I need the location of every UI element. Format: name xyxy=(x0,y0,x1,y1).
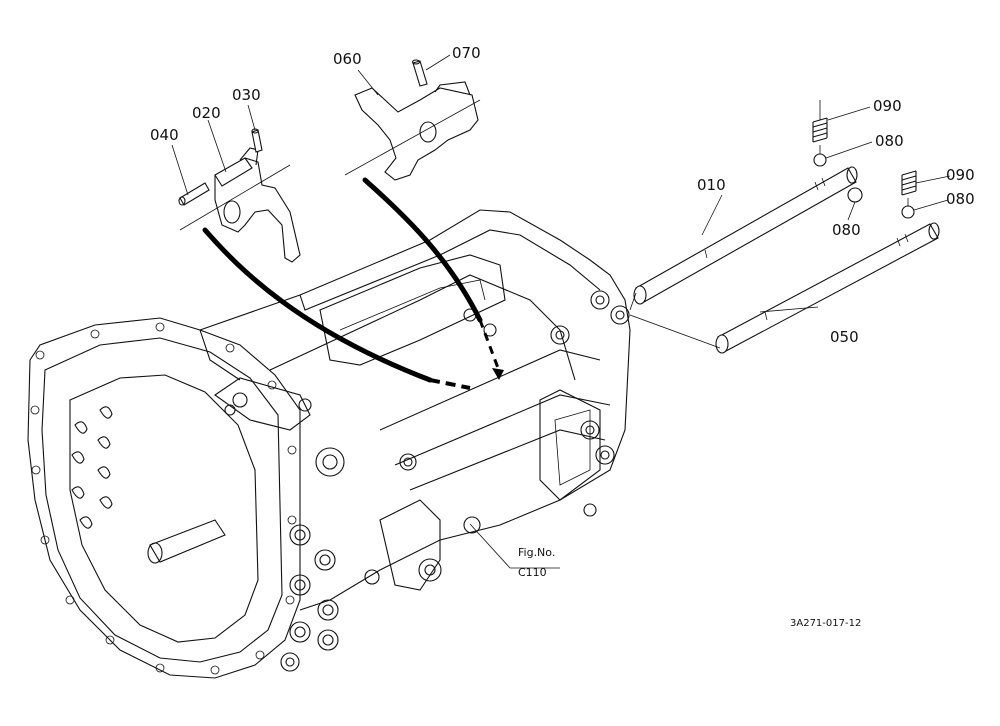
ball-080-b xyxy=(847,187,863,203)
ball-080-a xyxy=(813,153,827,167)
figure-reference-title: Fig.No. xyxy=(518,546,555,559)
label-030: 030 xyxy=(232,86,261,104)
label-080-b: 080 xyxy=(832,221,861,239)
shift-fork-020 xyxy=(179,147,301,263)
label-010: 010 xyxy=(697,176,726,194)
label-090-b: 090 xyxy=(946,166,975,184)
label-070: 070 xyxy=(452,44,481,62)
pin-070 xyxy=(411,59,428,87)
label-020: 020 xyxy=(192,104,221,122)
insertion-arrow-fork-020-dashed xyxy=(429,378,471,390)
ball-080-c xyxy=(901,205,915,219)
insertion-arrow-fork-060 xyxy=(362,177,483,323)
pin-040 xyxy=(178,182,210,206)
label-040: 040 xyxy=(150,126,179,144)
spring-090-b xyxy=(901,170,917,196)
label-080-c: 080 xyxy=(946,190,975,208)
label-050: 050 xyxy=(830,328,859,346)
spring-090-a xyxy=(812,100,828,143)
label-080-a: 080 xyxy=(875,132,904,150)
insertion-arrow-fork-060-dashed xyxy=(478,319,500,369)
drawing-code: 3A271-017-12 xyxy=(790,618,861,629)
transmission-case xyxy=(27,209,631,679)
label-060: 060 xyxy=(333,50,362,68)
shift-rod-010 xyxy=(633,166,858,305)
insertion-arrow-fork-020 xyxy=(202,227,433,383)
figure-reference-number: C110 xyxy=(518,566,547,579)
leader-lines xyxy=(171,54,951,569)
label-090-a: 090 xyxy=(873,97,902,115)
shift-rod-050 xyxy=(715,222,940,354)
arrow-head xyxy=(492,368,504,380)
shift-fork-060 xyxy=(344,81,481,181)
